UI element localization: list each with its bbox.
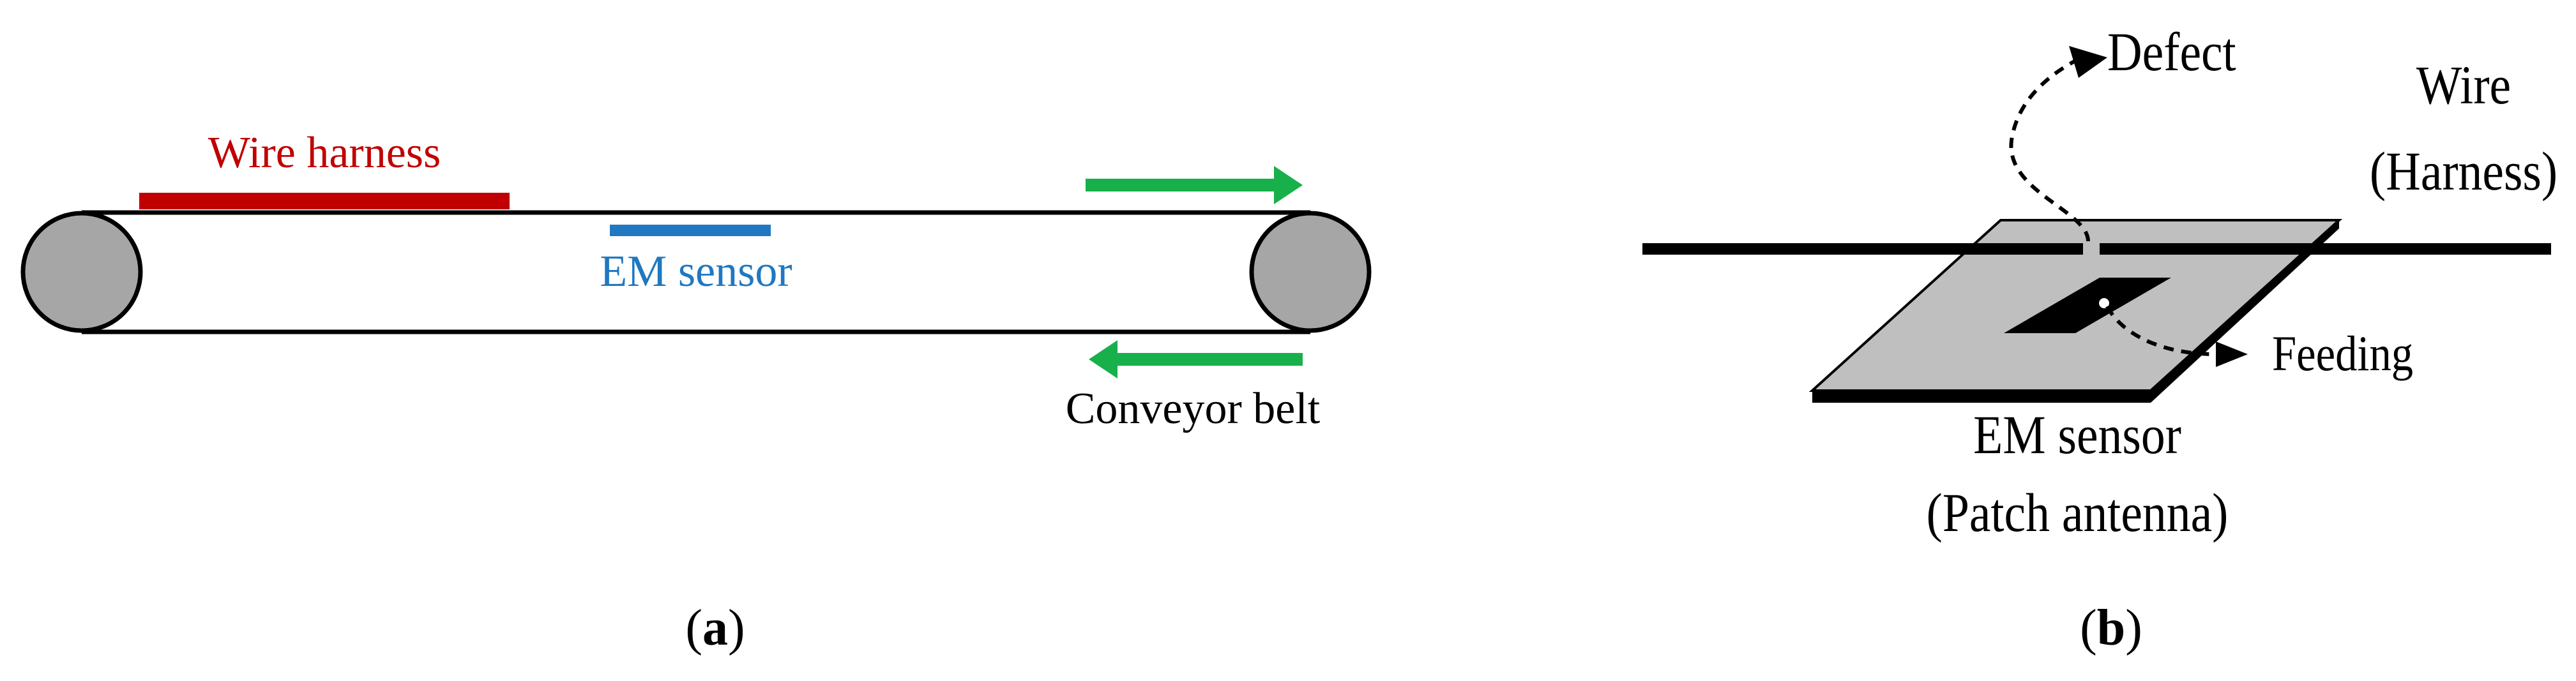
em-sensor-bar	[610, 225, 771, 236]
defect-arrowhead	[2069, 46, 2107, 78]
feeding-arrowhead	[2216, 341, 2248, 367]
defect-label: Defect	[2107, 22, 2236, 83]
defect-arrow	[2009, 56, 2090, 242]
panel-a-caption: (a)	[685, 600, 745, 656]
feeding-label: Feeding	[2272, 326, 2413, 381]
em-sensor-label: EM sensor	[600, 247, 792, 296]
wire-label-line2: (Harness)	[2370, 141, 2557, 202]
belt-direction-left-arrow	[1089, 340, 1303, 378]
right-roller	[1249, 211, 1372, 333]
belt-direction-right-arrow	[1086, 166, 1303, 204]
defect-gap	[2083, 241, 2100, 258]
conveyor-belt	[20, 210, 1372, 334]
patch-antenna-label: (Patch antenna)	[1927, 483, 2229, 544]
panel-b: Defect Wire (Harness) Feeding EM sensor …	[1642, 22, 2557, 656]
panel-a: Wire harness EM sensor Conveyor belt (a)	[20, 128, 1372, 656]
em-sensor-label-b: EM sensor	[1973, 405, 2181, 466]
panel-b-caption: (b)	[2080, 600, 2142, 656]
conveyor-belt-label: Conveyor belt	[1066, 384, 1321, 433]
wire-harness-bar	[139, 193, 510, 209]
wire-harness-label: Wire harness	[208, 128, 441, 177]
left-roller	[20, 211, 143, 333]
wire-label-line1: Wire	[2416, 55, 2511, 116]
